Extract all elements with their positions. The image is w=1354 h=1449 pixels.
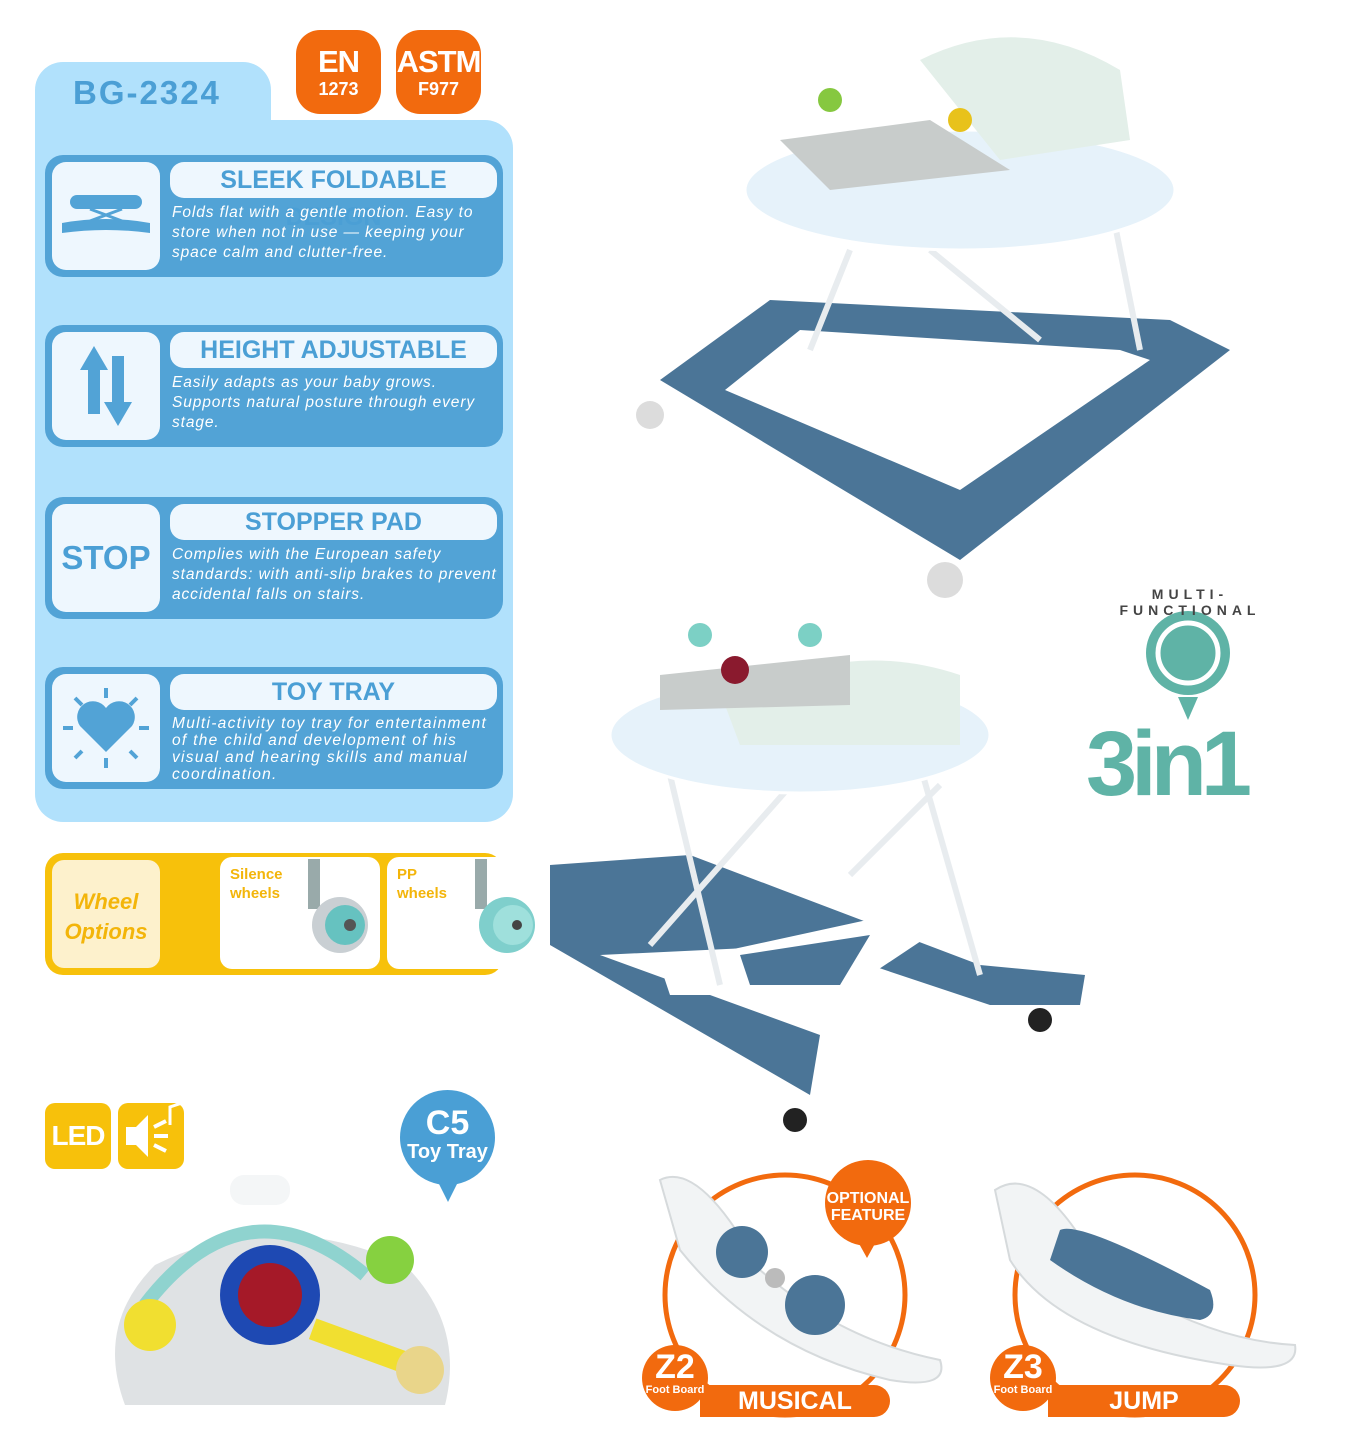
fold-icon [52,162,160,270]
stop-icon: STOP [52,504,160,612]
feature-title: HEIGHT ADJUSTABLE [170,332,497,368]
foot-board-code: Z2 [655,1348,695,1386]
feature-title: STOPPER PAD [170,504,497,540]
multi-functional-text: MULTI-FUNCTIONAL [1119,586,1261,618]
feature-description: Complies with the European safety standa… [172,546,497,603]
sound-music-icon [118,1103,184,1169]
up-down-arrows-icon [52,332,160,440]
wheel-option-label: Silence wheels [230,866,283,902]
foot-boards-image [658,1172,1297,1418]
badge-pointer [437,1180,459,1202]
stop-icon-text: STOP [61,539,151,576]
foot-board-sub: Foot Board [993,1384,1053,1396]
toy-tray-name: Toy Tray [407,1141,488,1163]
toy-tray-image [115,1175,450,1405]
pp-wheel-icon [475,859,535,953]
musical-label: MUSICAL [700,1385,890,1417]
foot-board-sub: Foot Board [645,1384,705,1396]
toy-tray-code: C5 [425,1104,470,1142]
badge-line1: ASTM [396,44,482,79]
silence-wheel-icon [308,859,368,953]
pp-wheel-option: PP wheels [387,857,547,969]
feature-title: TOY TRAY [170,674,497,710]
feature-card-stopper: STOP STOPPER PAD Complies with the Europ… [45,497,503,619]
feature-card-height: HEIGHT ADJUSTABLE Easily adapts as your … [45,325,503,447]
led-badge: LED [45,1103,111,1169]
model-number: BG-2324 [35,62,271,132]
optional-feature-badge: OPTIONAL FEATURE [825,1160,911,1246]
badge-line2: F977 [417,79,460,99]
wheel-options-label: Wheel Options [52,860,160,968]
badge-pointer [857,1240,877,1258]
walker-standing-image [550,623,1085,1132]
feature-description: Multi-activity toy tray for entertainmen… [172,715,488,783]
feature-card-foldable: SLEEK FOLDABLE DESIGN Folds flat with a … [45,155,503,277]
walker-folded-image [636,37,1230,598]
foot-board-code: Z3 [1003,1348,1043,1386]
feature-card-toy-tray: TOY TRAY Multi-activity toy tray for ent… [45,667,503,789]
wheel-option-label: PP wheels [397,866,448,902]
three-in-one-label: 3in1 [1086,713,1252,815]
feature-description: Folds flat with a gentle motion. Easy to… [172,204,474,261]
heart-icon [52,674,160,782]
jump-label: JUMP [1048,1385,1240,1417]
multi-functional-icon [1146,611,1230,720]
badge-line2: 1273 [318,79,359,99]
silence-wheel-option: Silence wheels [220,857,380,969]
badge-line1: EN [317,44,360,79]
feature-description: Easily adapts as your baby grows. Suppor… [172,374,476,431]
wheel-options: Wheel Options Silence wheels PP wheels [45,853,547,975]
feature-title: SLEEK FOLDABLE DESIGN [170,162,497,231]
